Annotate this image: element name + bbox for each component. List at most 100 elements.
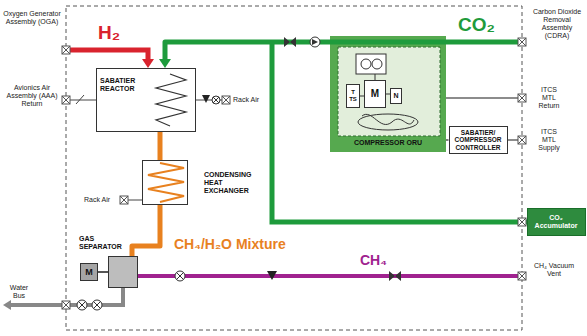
node-text: T <box>349 89 357 96</box>
valve-symbol <box>79 302 86 309</box>
interface-connector <box>62 96 70 104</box>
interface-label: Rack Air <box>233 96 259 104</box>
rack-air-line <box>128 200 142 201</box>
assembly-boundary <box>66 6 522 330</box>
compressor-gear <box>372 59 382 69</box>
interface-label: Oxygen Generator Assembly (OGA) <box>2 10 62 26</box>
interface-connector <box>62 301 70 309</box>
motor-box: M <box>80 263 98 281</box>
interface-label: Rack Air <box>84 196 110 204</box>
motor-box: M <box>364 80 386 108</box>
text-block: SABATIER/ COMPRESSOR CONTROLLER <box>450 129 507 151</box>
valve-symbol <box>212 96 220 104</box>
valve-symbol <box>94 302 101 309</box>
sensor-box: TTS <box>346 84 360 108</box>
flow-label: CH₄ <box>360 252 387 268</box>
compressor-panel <box>330 36 446 152</box>
interface-connector <box>518 38 526 46</box>
co2-pipe <box>330 40 522 45</box>
text-block: N <box>393 92 398 100</box>
interface-connector <box>518 218 526 226</box>
interface-connector <box>120 196 128 204</box>
co2-accumulator-pipe <box>272 42 528 222</box>
hydrogen-pipe <box>70 50 148 60</box>
compressor-gear <box>361 59 371 69</box>
interface-connector <box>120 196 128 204</box>
interface-connector <box>222 96 230 104</box>
valve-symbol <box>213 97 219 103</box>
interface-connector <box>62 46 70 54</box>
valve-symbol <box>389 271 401 281</box>
compressor-oru: COMPRESSOR ORU TTS M N <box>330 36 446 152</box>
mixture-pipe <box>132 205 160 256</box>
separator-box: GAS SEPARATOR <box>108 256 138 288</box>
text-block: CONDENSING HEAT EXCHANGER <box>204 171 266 195</box>
methane-pipe <box>138 274 522 278</box>
interface-connector <box>518 136 526 144</box>
coolant-line <box>446 97 522 99</box>
reactor-bed <box>156 74 186 126</box>
check-valve <box>310 37 320 47</box>
interface-connector <box>518 38 526 46</box>
flow-label: H₂ <box>98 22 120 44</box>
text-block: COMPRESSOR ORU <box>330 139 446 147</box>
sensor-box: N <box>390 88 402 104</box>
compressor-head <box>356 54 386 74</box>
interface-connector <box>518 94 526 102</box>
valve-symbol <box>284 37 296 47</box>
node-text: N <box>393 92 398 100</box>
sensor-symbol <box>267 271 277 280</box>
interface-label: Carbon Dioxide Removal Assembly (CDRA) <box>530 8 584 40</box>
interface-connector <box>518 136 526 144</box>
valve-symbol <box>177 273 184 280</box>
interface-label: Water Bus <box>4 284 34 300</box>
interface-connector <box>62 301 70 309</box>
node-text: CONDENSING HEAT EXCHANGER <box>204 171 266 195</box>
arrow-head <box>159 59 171 68</box>
node-text: SABATIER/ COMPRESSOR CONTROLLER <box>450 129 507 151</box>
line-break-mark <box>76 95 84 104</box>
flow-label: CH₄/H₂O Mixture <box>174 236 286 252</box>
interface-connector <box>518 272 526 280</box>
interface-connector <box>62 38 526 309</box>
node-text: CO₂ Accumulator <box>528 214 585 230</box>
node-text: TS <box>349 96 357 103</box>
interface-label: Avionics Air Assembly (AAA) Return <box>2 84 62 108</box>
text-block: CO₂ Accumulator <box>528 214 585 230</box>
flow-label: CO₂ <box>458 14 495 36</box>
reactor-box: SABATIER REACTOR <box>96 68 196 132</box>
interface-label: ITCS MTL Return <box>534 86 564 110</box>
valve-symbol <box>94 302 101 309</box>
controller-box: SABATIER/ COMPRESSOR CONTROLLER <box>449 126 508 154</box>
text-block: M <box>85 267 93 277</box>
mixture-pipe <box>158 132 163 160</box>
valve-symbol <box>177 273 184 280</box>
node-text: GAS SEPARATOR <box>79 235 125 251</box>
interface-connector <box>518 94 526 102</box>
valve-symbol <box>79 302 86 309</box>
node-text: M <box>371 88 379 100</box>
arrow-head <box>142 59 154 68</box>
compressor-oru-outline <box>338 47 440 136</box>
node-text: COMPRESSOR ORU <box>330 139 446 147</box>
node-text: SABATIER REACTOR <box>100 77 146 93</box>
heat-exchanger-coil <box>148 163 184 202</box>
text-block: GAS SEPARATOR <box>79 235 125 251</box>
interface-label: ITCS MTL Supply <box>534 128 564 152</box>
interface-connector <box>518 218 526 226</box>
interface-connector <box>222 96 230 104</box>
arrow-head <box>3 300 11 310</box>
check-valve <box>312 39 318 45</box>
text-block: TTS <box>349 89 357 103</box>
text-block: SABATIER REACTOR <box>100 77 146 93</box>
valve-symbol <box>175 271 185 281</box>
interface-connector <box>518 272 526 280</box>
compressor-fan <box>358 114 418 130</box>
accumulator-box: CO₂ Accumulator <box>527 208 586 236</box>
node-text: M <box>85 267 93 277</box>
motor-shaft <box>98 271 108 273</box>
